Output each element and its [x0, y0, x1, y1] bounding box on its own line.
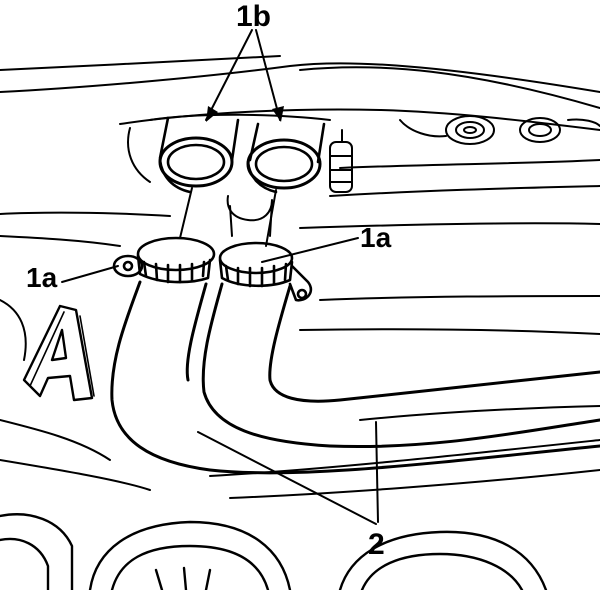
- leader-1b-left: [205, 29, 253, 121]
- sensor-fitting: [329, 129, 353, 193]
- leader-2-left: [197, 431, 377, 525]
- leader-lines: [61, 29, 379, 525]
- callout-label-1a-right: 1a: [360, 222, 392, 253]
- embossed-lettering: [22, 304, 95, 402]
- leader-1a-right: [261, 237, 359, 263]
- callout-label-1a-left: 1a: [26, 262, 58, 293]
- leader-2-right: [375, 421, 379, 523]
- cylinder-bores: [0, 513, 548, 590]
- callout-label-2: 2: [368, 528, 385, 561]
- leader-1b-right: [255, 29, 281, 121]
- hose-clamp-left: [112, 236, 216, 284]
- mount-bosses: [399, 115, 600, 145]
- hose-left: [110, 280, 600, 475]
- upper-port-left: [158, 116, 240, 194]
- hose-right: [201, 282, 600, 449]
- callout-label-1b: 1b: [236, 0, 272, 33]
- hose-clamp-right: [218, 241, 313, 302]
- arrowhead-1b-right: [272, 106, 284, 122]
- arrowhead-1b-left: [206, 106, 218, 122]
- leader-1a-left: [61, 265, 119, 283]
- leader-arrowheads: [206, 106, 284, 122]
- assembly-guide-lines: [179, 187, 277, 247]
- upper-port-right: [246, 122, 326, 194]
- engine-body-outline: [0, 55, 600, 499]
